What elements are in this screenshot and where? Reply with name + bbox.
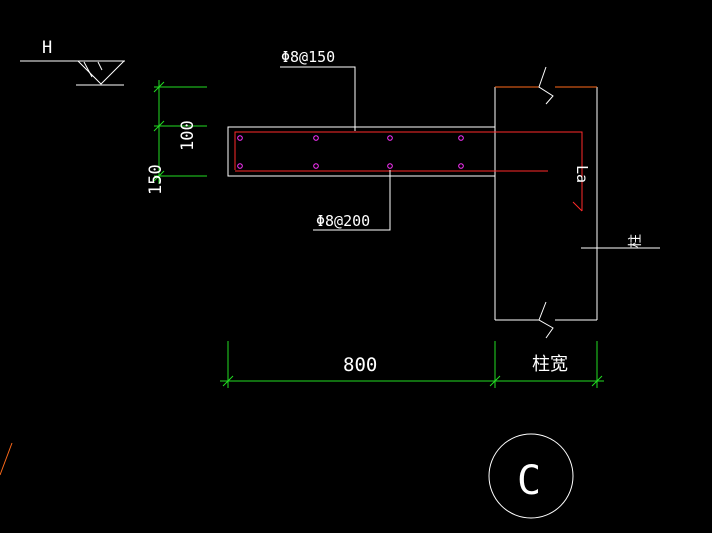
rebar-dot xyxy=(458,163,464,169)
dim-column-width-label: 柱宽 xyxy=(532,354,568,375)
column-leader: 柱 xyxy=(581,234,660,249)
rebar-dot xyxy=(313,163,319,169)
slab-outline xyxy=(227,126,495,177)
rebar-dots xyxy=(237,135,464,169)
elevation-label: H xyxy=(42,38,52,58)
rebar-dot xyxy=(313,135,319,141)
rebar-dot xyxy=(237,163,243,169)
vertical-dimension: 100 150 xyxy=(146,80,207,195)
section-marker: C xyxy=(488,433,574,519)
column-outline xyxy=(494,66,598,339)
rebar-dot xyxy=(237,135,243,141)
anchorage-label: La xyxy=(573,165,591,183)
rebar-dot xyxy=(458,135,464,141)
rebar-dot xyxy=(387,163,393,169)
top-break-line xyxy=(538,66,554,105)
top-rebar xyxy=(234,131,583,211)
rebar-dot xyxy=(387,135,393,141)
bottom-rebar-label: Φ8@200 xyxy=(316,212,370,230)
column-label: 柱 xyxy=(628,234,644,248)
section-mark-label: C xyxy=(517,458,541,504)
dim-150-label: 150 xyxy=(146,164,166,195)
rebar-cage xyxy=(234,131,583,212)
bottom-break-line xyxy=(538,301,554,339)
stray-mark xyxy=(0,442,13,476)
dim-100-label: 100 xyxy=(178,120,198,151)
elevation-symbol: H xyxy=(20,38,125,86)
top-rebar-leader: Φ8@150 xyxy=(280,48,356,131)
top-rebar-label: Φ8@150 xyxy=(281,48,335,66)
dim-800-label: 800 xyxy=(343,354,377,376)
bottom-rebar-leader: Φ8@200 xyxy=(313,170,391,231)
horizontal-dimension: 800 柱宽 xyxy=(220,341,604,388)
